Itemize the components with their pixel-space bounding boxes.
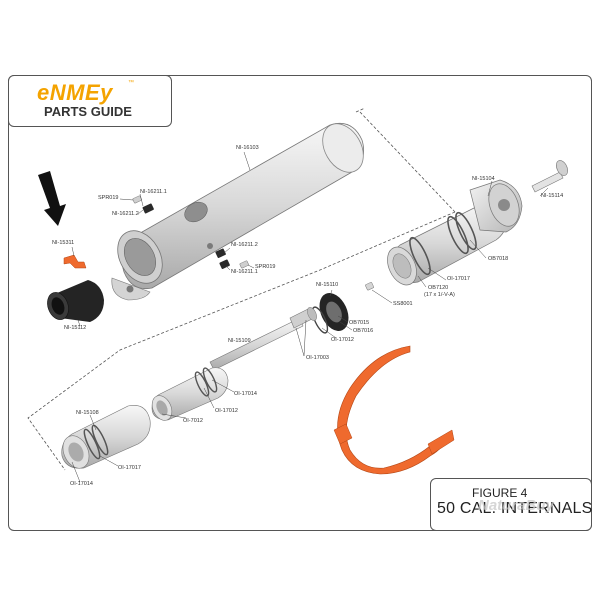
leader-lines — [71, 151, 549, 483]
part-label: OI-17012 — [215, 408, 238, 414]
part-label: OB7018 — [488, 256, 509, 262]
trademark-mark: ™ — [128, 80, 134, 86]
part-label: NI-16103 — [236, 145, 259, 151]
part-label: NI-15110 — [316, 282, 339, 288]
arrow-down-icon — [38, 171, 66, 226]
part-label: SS8001 — [393, 301, 413, 307]
part-label: OI-17012 — [331, 337, 354, 343]
watermark: NaturaBuy — [478, 497, 554, 514]
figure-caption-box — [430, 478, 592, 531]
part-label: (17 x 1/-V-A) — [424, 292, 455, 298]
part-label: NI-15112 — [64, 325, 87, 331]
part-label: NI-16211.2 — [231, 242, 258, 248]
part-label: OI-7012 — [183, 418, 203, 424]
part-label: OI-17017 — [118, 465, 141, 471]
part-label: NI-15108 — [76, 410, 99, 416]
part-label: NI-15109 — [228, 338, 251, 344]
part-label: NI-16211.2 — [112, 211, 139, 217]
valve-body-right — [387, 179, 523, 286]
part-label: NI-15104 — [472, 176, 495, 182]
part-label: OI-17014 — [70, 481, 93, 487]
brand-box — [8, 75, 172, 127]
part-label: NI-15311 — [52, 240, 75, 246]
hammer-rod — [209, 307, 317, 371]
part-label: NI-16211.1 — [231, 269, 258, 275]
part-label: OB7016 — [353, 328, 374, 334]
seal-ring-black — [311, 293, 349, 334]
front-bolt — [61, 405, 151, 469]
end-cap-black — [47, 280, 104, 322]
piston-tube — [151, 367, 229, 421]
part-label: OI-17014 — [234, 391, 257, 397]
part-label: OI-17017 — [447, 276, 470, 282]
figure-subtitle: 50 CAL. INTERNALS — [437, 500, 593, 517]
part-label: SPR019 — [255, 264, 276, 270]
brand-subtitle: PARTS GUIDE — [44, 104, 132, 119]
set-screws-upper — [132, 195, 154, 214]
part-label: OB7120 — [428, 285, 449, 291]
brand-logo: eNMEy — [37, 80, 113, 105]
part-label: OI-17003 — [306, 355, 329, 361]
diagram-frame — [8, 75, 592, 531]
figure-title: FIGURE 4 — [472, 486, 528, 500]
part-label: NI-16211.1 — [140, 189, 167, 195]
part-label: SPR019 — [98, 195, 119, 201]
main-body-tube — [111, 122, 365, 301]
small-screw — [365, 282, 374, 291]
assembly-dashed-lines — [27, 107, 456, 471]
part-label: NI-15114 — [541, 193, 564, 199]
trigger-part-orange — [63, 254, 87, 269]
pin-part — [531, 160, 568, 193]
set-screws-lower — [215, 248, 249, 269]
spring-clip-orange — [333, 345, 455, 475]
part-label: OB7015 — [349, 320, 370, 326]
